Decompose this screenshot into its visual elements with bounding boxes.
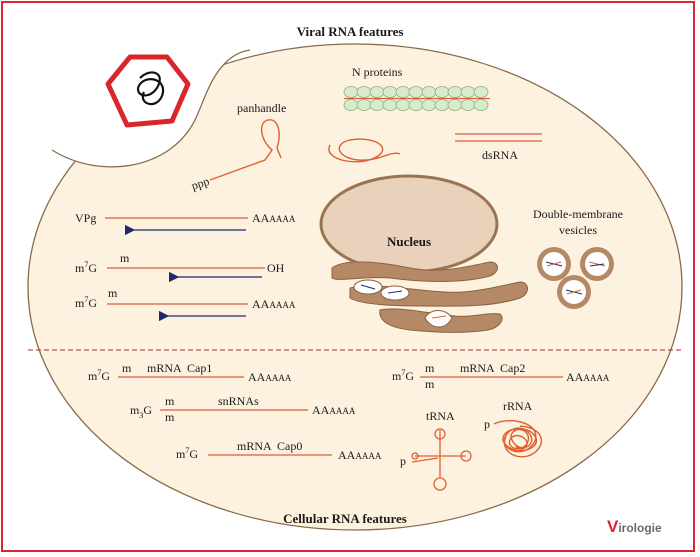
er-rna-3 xyxy=(431,315,447,319)
n-protein-bead xyxy=(460,86,476,98)
rna-loop xyxy=(328,138,401,163)
vpg-label: VPg xyxy=(75,211,96,225)
n-protein-bead xyxy=(343,86,359,98)
snrna-cap-label: m3G xyxy=(130,403,152,420)
snrna-methyl-mark-bottom: m xyxy=(165,410,175,424)
rrna-tangle xyxy=(493,420,542,458)
row3-cap-label: m7G xyxy=(75,295,97,310)
n-protein-bead xyxy=(408,99,424,111)
n-protein-bead xyxy=(356,86,372,98)
n-protein-bead xyxy=(343,99,359,111)
vpg-polya-tail: AAAAAA xyxy=(252,211,296,225)
n-protein-bead xyxy=(447,99,463,111)
trna-p-label: p xyxy=(400,454,406,468)
n-protein-bead xyxy=(473,86,489,98)
n-protein-bead xyxy=(460,99,476,111)
n-protein-bead xyxy=(395,99,411,111)
n-protein-bead xyxy=(356,99,372,111)
trna-cloverleaf xyxy=(411,428,472,491)
n-protein-bead xyxy=(421,99,437,111)
n-protein-bead xyxy=(382,99,398,111)
cap1-cap-label: m7G xyxy=(88,368,110,383)
n-protein-bead xyxy=(369,86,385,98)
double-membrane-vesicles xyxy=(537,247,614,309)
cap1-polya-tail: AAAAAA xyxy=(248,370,292,384)
title-viral: Viral RNA features xyxy=(297,24,404,39)
rrna-label: rRNA xyxy=(503,399,533,413)
dmv-label-1: Double-membrane xyxy=(533,207,623,221)
n-protein-bead xyxy=(447,86,463,98)
n-protein-bead xyxy=(434,99,450,111)
snrna-polya-tail: AAAAAA xyxy=(312,403,356,417)
nucleus-label: Nucleus xyxy=(387,234,431,249)
cap2-polya-tail: AAAAAA xyxy=(566,370,610,384)
cap2-cap-label: m7G xyxy=(392,368,414,383)
n-protein-filament xyxy=(343,86,490,111)
cap0-name: mRNA Cap0 xyxy=(237,439,302,453)
row3-methyl-mark: m xyxy=(108,286,118,300)
virologie-logo: Virologie xyxy=(607,517,662,536)
svg-text:Virologie: Virologie xyxy=(607,517,662,536)
n-protein-bead xyxy=(473,99,489,111)
cap2-methyl-mark-top: m xyxy=(425,361,435,375)
er-rna-1 xyxy=(360,284,376,290)
dsrna-label: dsRNA xyxy=(482,148,518,162)
cap2-name: mRNA Cap2 xyxy=(460,361,525,375)
snrna-name: snRNAs xyxy=(218,394,259,408)
panhandle-label: panhandle xyxy=(237,101,286,115)
rrna-p-label: p xyxy=(484,417,490,431)
trna-label: tRNA xyxy=(426,409,455,423)
cap2-methyl-mark-bottom: m xyxy=(425,377,435,391)
er-rna-2 xyxy=(387,290,403,294)
cap1-name: mRNA Cap1 xyxy=(147,361,212,375)
n-protein-bead xyxy=(408,86,424,98)
ppp-label: ppp xyxy=(190,174,211,193)
title-cellular: Cellular RNA features xyxy=(283,511,407,526)
virus-capsid-icon xyxy=(105,54,191,128)
n-protein-bead xyxy=(421,86,437,98)
cap0-polya-tail: AAAAAA xyxy=(338,448,382,462)
row2-methyl-mark: m xyxy=(120,251,130,265)
dmv-label-2: vesicles xyxy=(559,223,597,237)
cap1-methyl-mark: m xyxy=(122,361,132,375)
snrna-methyl-mark-top: m xyxy=(165,394,175,408)
row3-polya-tail: AAAAAA xyxy=(252,297,296,311)
row2-cap-label: m7G xyxy=(75,260,97,275)
n-protein-bead xyxy=(434,86,450,98)
row2-oh-label: OH xyxy=(267,261,285,275)
virion-notch xyxy=(30,30,250,167)
nucleus xyxy=(319,174,499,274)
n-protein-bead xyxy=(382,86,398,98)
cap0-cap-label: m7G xyxy=(176,446,198,461)
endoplasmic-reticulum xyxy=(331,261,528,333)
panhandle-rna xyxy=(209,119,282,181)
n-protein-bead xyxy=(369,99,385,111)
virion-notch-edge xyxy=(51,49,251,168)
n-protein-bead xyxy=(395,86,411,98)
n-proteins-label: N proteins xyxy=(352,65,403,79)
